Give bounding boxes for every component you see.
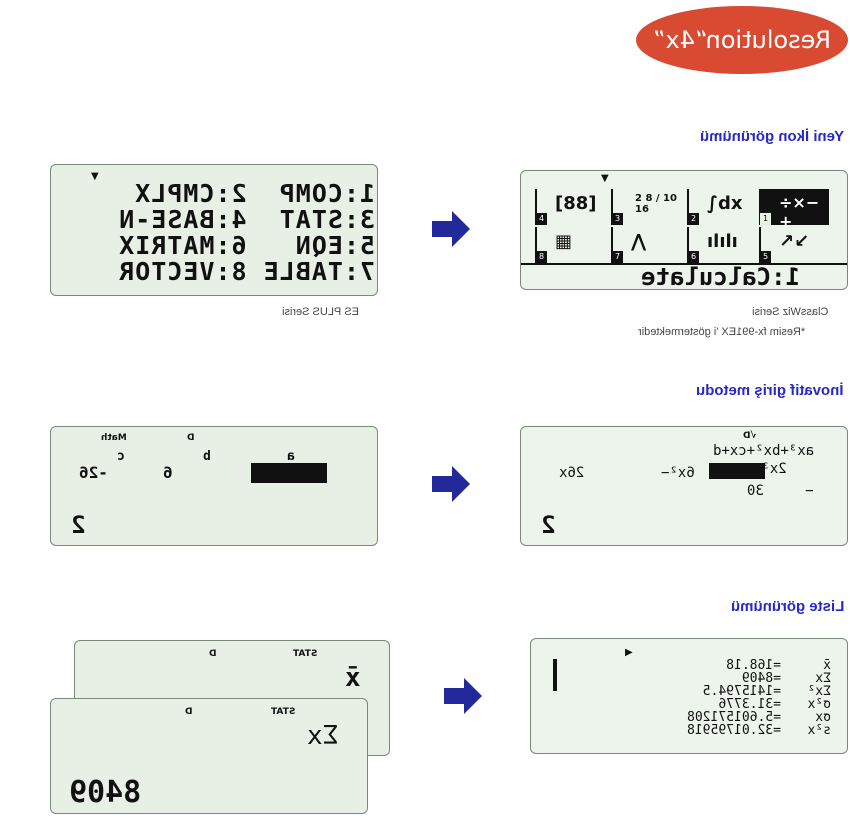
classwiz-input-screen: √D ax³+bx²+cx+d 2x³+ 6x²− 26x 30 − 2	[520, 426, 848, 546]
term: −	[805, 483, 814, 499]
menu-icon-base-n[interactable]: 3 2 8 / 10 16	[611, 189, 681, 225]
cursor-arrow-icon: ▼	[601, 173, 609, 184]
menu-icon-complex[interactable]: 2 ∫dx	[687, 189, 757, 225]
var-label: a	[287, 449, 295, 464]
esplus-caption: ES PLUS Serisi	[282, 306, 360, 318]
var-label: b	[203, 449, 211, 464]
esplus-list-front-screen: STAT D Σx 8409	[50, 698, 368, 814]
stat-label: Σx	[307, 721, 339, 751]
formula-label: ax³+bx²+cx+d	[713, 443, 815, 459]
menu-icon-spreadsheet[interactable]: 8 ▦	[535, 227, 605, 263]
cursor-arrow-icon: ▼	[91, 171, 99, 182]
list-item: =32.01795918	[687, 723, 781, 738]
menu-row: 7:TABLE 8:VECTOR	[118, 257, 375, 286]
menu-row: 3:STAT 4:BASE-N	[118, 205, 375, 234]
section-title-input: İnovatif giriş metodu	[696, 382, 844, 399]
degree-indicator: D	[187, 433, 195, 443]
menu-row: 5:EQN 6:MATRIX	[118, 231, 375, 260]
term: 30	[747, 483, 764, 499]
stat-label: x̄	[345, 663, 361, 693]
right-arrow-icon	[432, 466, 470, 502]
esplus-input-screen: Math D c b a -26 6 2	[50, 426, 378, 546]
classwiz-note: *Resim fx-991EX 'i göstermektedir	[638, 326, 806, 338]
right-arrow-icon	[432, 211, 470, 247]
classwiz-menu-screen: ▼ 1 ÷×−+ 2 ∫dx 3 2 8 / 10 16 4 [88] 5 ↗↙…	[520, 170, 848, 290]
menu-row: 1:COMP 2:CMPLX	[134, 179, 375, 208]
classwiz-caption: ClassWiz Serisi	[752, 306, 829, 318]
menu-icon-statistics[interactable]: 6 ılılı	[687, 227, 757, 263]
stat-indicator: STAT	[271, 707, 296, 717]
term: 6x²−	[661, 465, 695, 481]
term: 2x³+	[753, 461, 787, 477]
coefficient-cursor	[709, 463, 765, 479]
esplus-menu-screen: ▼ 1:COMP 2:CMPLX 3:STAT 4:BASE-N 5:EQN 6…	[50, 164, 378, 296]
selected-mode-label: 1:Calculate	[641, 263, 800, 290]
resolution-badge: Resolution“4x”	[636, 6, 848, 74]
stat-indicator: STAT	[293, 649, 318, 659]
result-value: 2	[541, 511, 556, 539]
menu-icon-matrix[interactable]: 4 [88]	[535, 189, 605, 225]
classwiz-list-screen: ▶ x̄ =168.18 Σx =8409 Σx² =1415794.5 σ²x…	[530, 638, 848, 754]
coefficient-value: -26	[79, 463, 108, 482]
var-label: c	[117, 449, 125, 464]
coefficient-cursor	[251, 463, 327, 483]
list-item: s²x	[807, 723, 831, 738]
text-cursor	[553, 659, 557, 691]
result-value: 2	[71, 511, 86, 539]
right-arrow-icon	[444, 678, 482, 714]
badge-label: Resolution“4x”	[653, 26, 831, 54]
degree-indicator: √D	[743, 431, 757, 441]
math-indicator: Math	[101, 433, 127, 443]
section-title-icon: Yeni İkon görünümü	[699, 128, 844, 145]
menu-icon-vector[interactable]: 5 ↗↙	[759, 227, 829, 263]
degree-indicator: D	[209, 649, 217, 659]
stat-value: 8409	[69, 775, 142, 810]
menu-icon-calculate[interactable]: 1 ÷×−+	[759, 189, 829, 231]
section-title-list: Liste görünümü	[730, 598, 844, 615]
menu-icon-distribution[interactable]: 7 ⋀	[611, 227, 681, 263]
cursor-arrow-icon: ▶	[625, 647, 633, 658]
degree-indicator: D	[185, 707, 193, 717]
coefficient-value: 6	[163, 463, 173, 482]
term: 26x	[559, 465, 585, 481]
